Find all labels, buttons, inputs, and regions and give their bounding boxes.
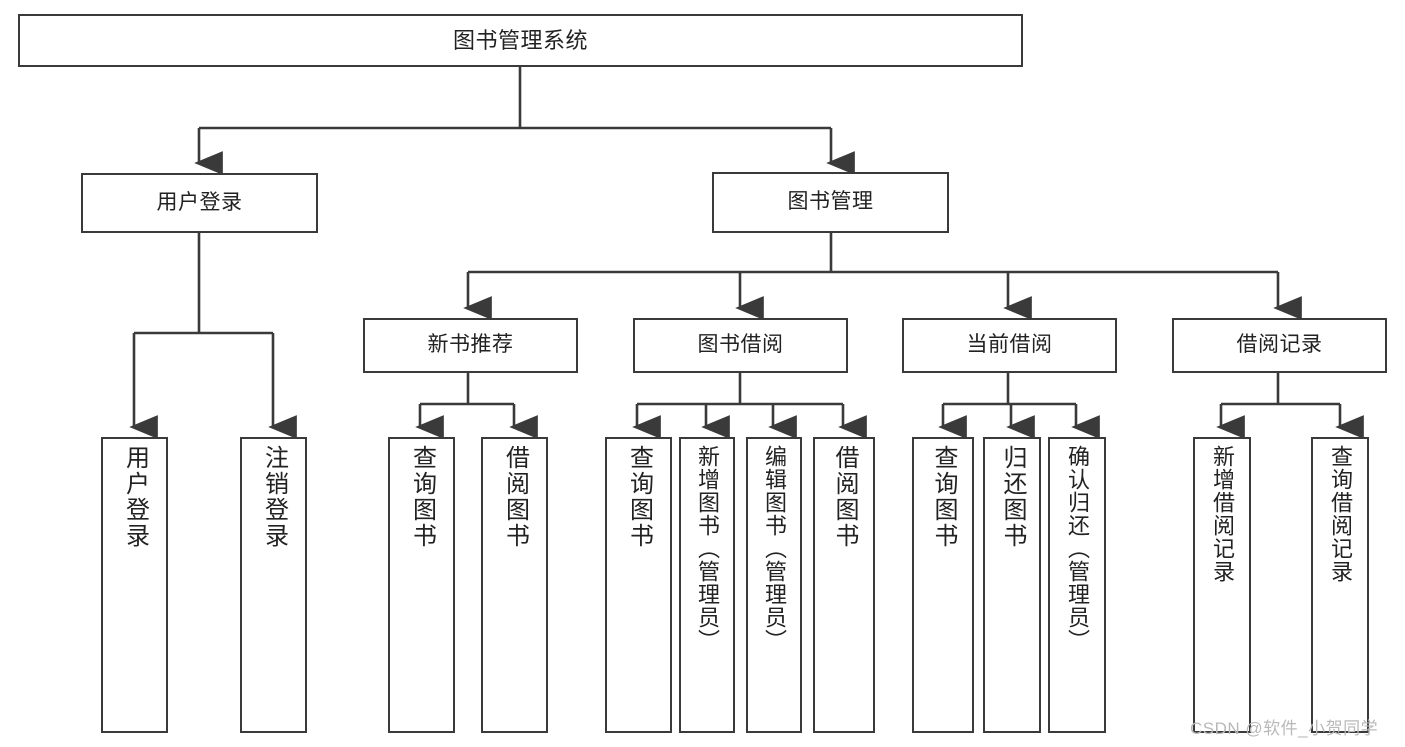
node-label: 用户登录 [121, 445, 149, 549]
node-label: 注销登录 [260, 445, 288, 549]
node-leaf-user-logout[interactable]: 注销登录 [240, 437, 307, 733]
node-label: 当前借阅 [966, 333, 1053, 357]
node-leaf-query-book-3[interactable]: 查询图书 [912, 437, 974, 733]
node-label: 归还图书 [999, 445, 1026, 549]
node-root-book-management-system[interactable]: 图书管理系统 [18, 14, 1023, 67]
node-book-borrow[interactable]: 图书借阅 [633, 318, 848, 373]
node-label: 编辑图书（管理员） [762, 445, 787, 652]
node-new-book-recommend[interactable]: 新书推荐 [363, 318, 578, 373]
node-label: 新增借阅记录 [1210, 445, 1235, 583]
node-label: 图书管理系统 [452, 27, 588, 53]
node-leaf-query-borrow-record[interactable]: 查询借阅记录 [1311, 437, 1369, 733]
node-label: 借阅图书 [831, 445, 858, 549]
node-label: 确认归还（管理员） [1065, 445, 1090, 652]
node-leaf-return-book[interactable]: 归还图书 [983, 437, 1041, 733]
node-label: 用户登录 [156, 190, 243, 214]
csdn-watermark: CSDN @软件_小贺同学 [1190, 719, 1379, 738]
node-user-login[interactable]: 用户登录 [81, 173, 318, 233]
node-label: 借阅图书 [501, 445, 529, 549]
node-leaf-add-borrow-record[interactable]: 新增借阅记录 [1193, 437, 1251, 733]
node-label: 查询借阅记录 [1328, 445, 1353, 583]
node-label: 图书借阅 [697, 333, 784, 357]
node-book-management[interactable]: 图书管理 [712, 172, 949, 233]
node-label: 查询图书 [625, 445, 653, 549]
node-borrow-record[interactable]: 借阅记录 [1172, 318, 1387, 373]
node-leaf-user-login[interactable]: 用户登录 [101, 437, 168, 733]
node-leaf-query-book-2[interactable]: 查询图书 [605, 437, 672, 733]
node-label: 查询图书 [408, 445, 436, 549]
node-leaf-add-book-admin[interactable]: 新增图书（管理员） [679, 437, 735, 733]
node-label: 借阅记录 [1236, 333, 1323, 357]
node-label: 新书推荐 [427, 333, 514, 357]
node-leaf-query-book-1[interactable]: 查询图书 [388, 437, 455, 733]
node-leaf-borrow-book-1[interactable]: 借阅图书 [481, 437, 548, 733]
node-label: 图书管理 [787, 190, 874, 214]
node-current-borrow[interactable]: 当前借阅 [902, 318, 1117, 373]
node-leaf-edit-book-admin[interactable]: 编辑图书（管理员） [746, 437, 802, 733]
node-label: 查询图书 [930, 445, 957, 549]
node-label: 新增图书（管理员） [695, 445, 720, 652]
node-leaf-confirm-return-admin[interactable]: 确认归还（管理员） [1048, 437, 1106, 733]
node-leaf-borrow-book-2[interactable]: 借阅图书 [813, 437, 875, 733]
